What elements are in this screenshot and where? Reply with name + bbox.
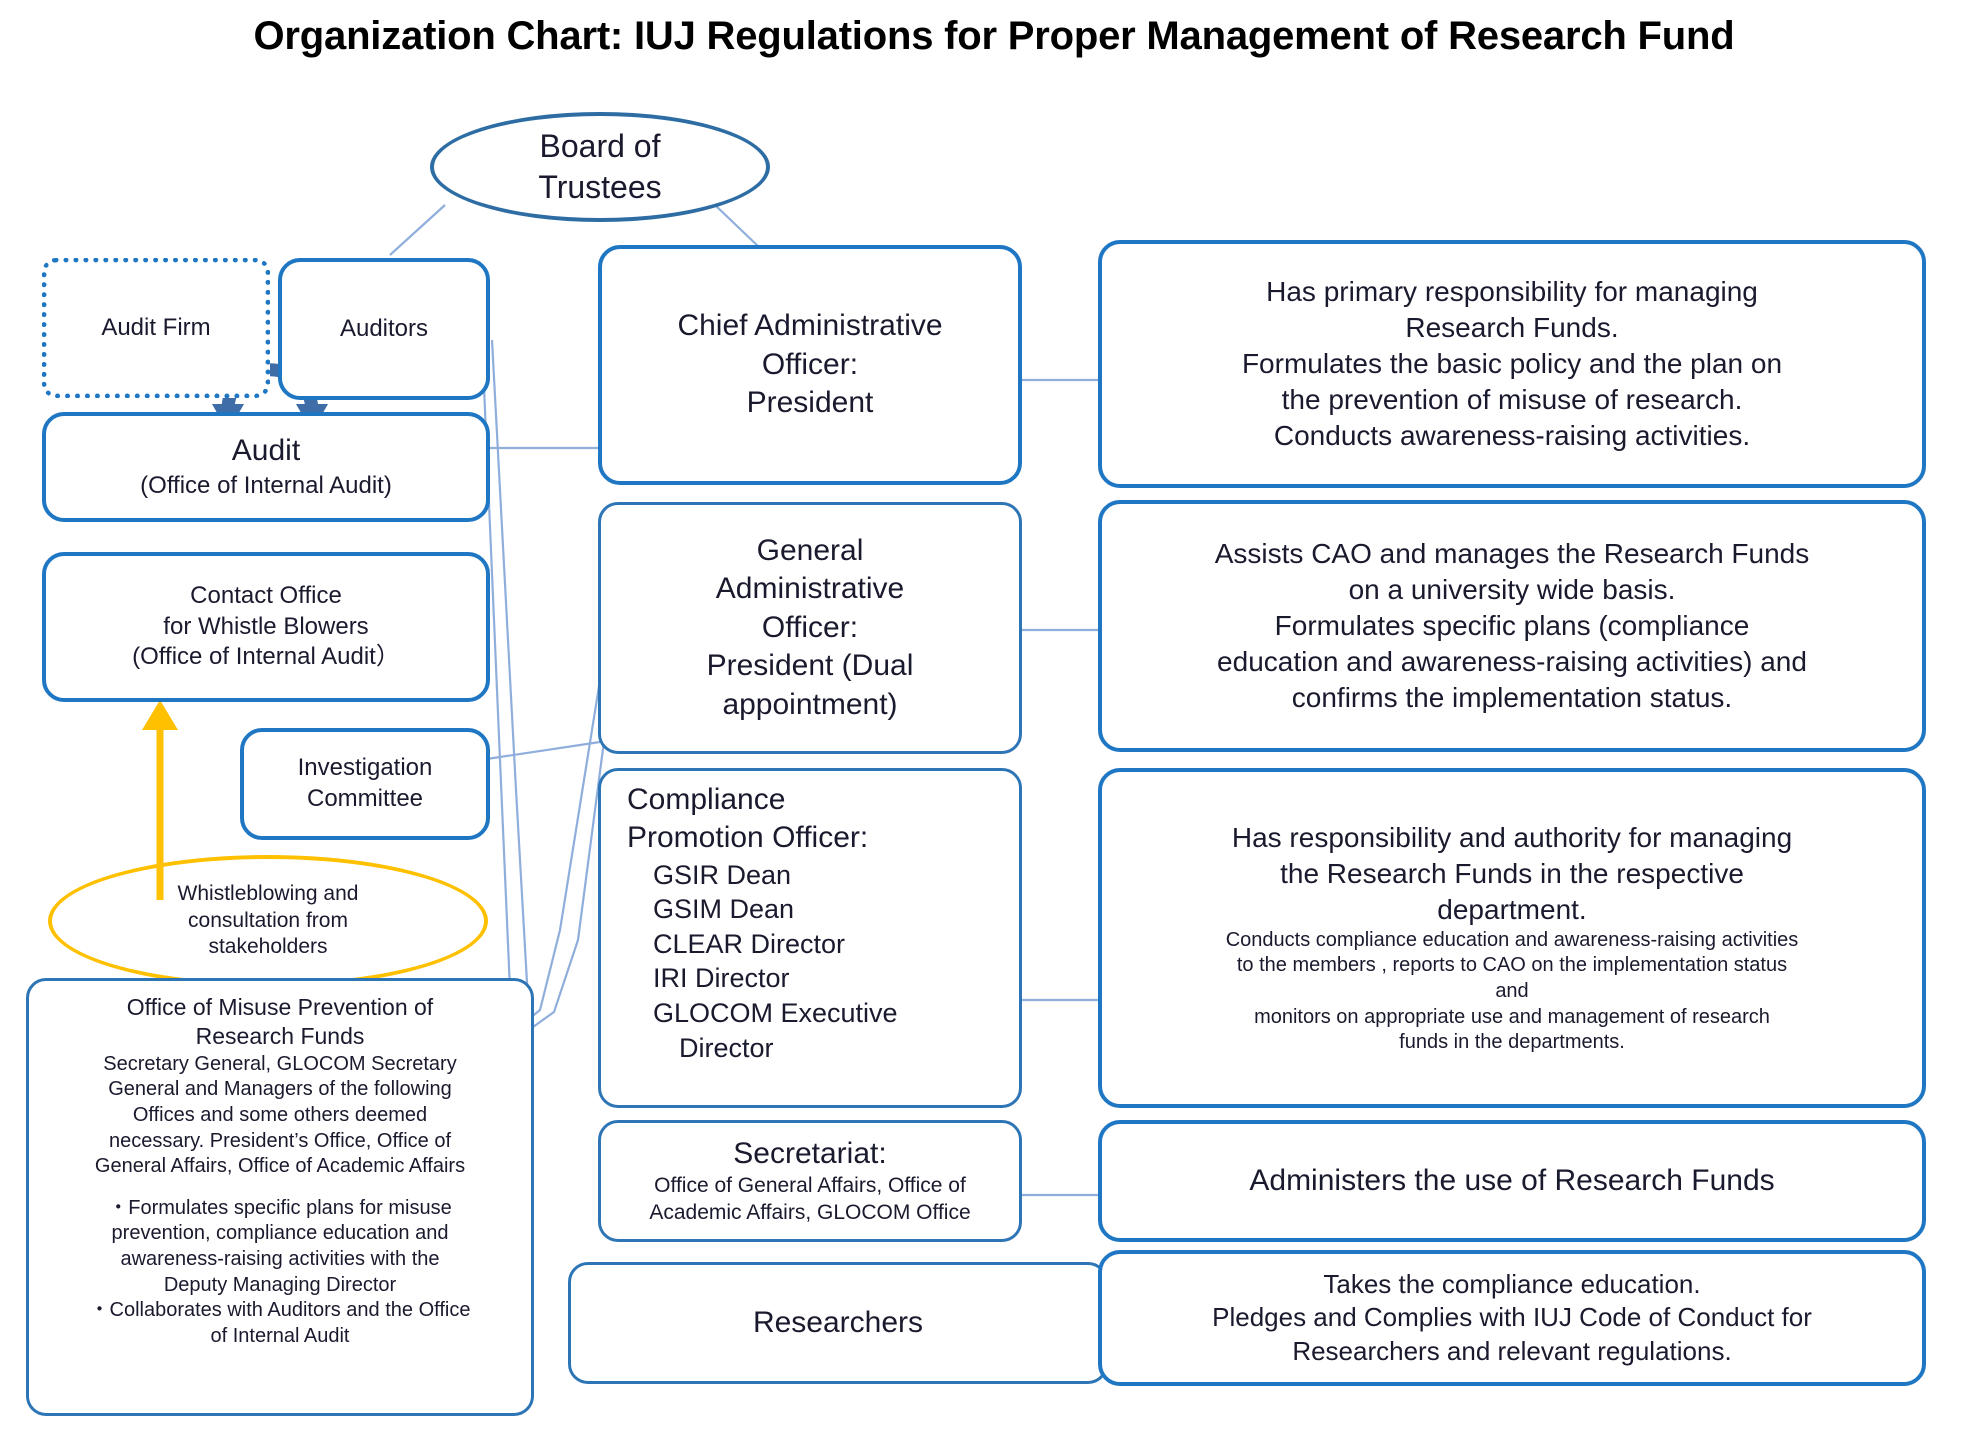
contact-office-line-1: Contact Office — [190, 581, 342, 609]
researchers-duties-line-3: Researchers and relevant regulations. — [1292, 1335, 1732, 1366]
node-compliance-promotion-officer[interactable]: Compliance Promotion Officer: GSIR Dean … — [598, 768, 1022, 1108]
node-secretariat[interactable]: Secretariat: Office of General Affairs, … — [598, 1120, 1022, 1242]
cao-duties-line-4: the prevention of misuse of research. — [1281, 383, 1743, 415]
researchers-duties-line-2: Pledges and Complies with IUJ Code of Co… — [1212, 1302, 1812, 1333]
node-gao-duties[interactable]: Assists CAO and manages the Research Fun… — [1098, 500, 1926, 752]
researchers-duties-line-1: Takes the compliance education. — [1323, 1269, 1701, 1300]
compliance-duties-small-line-5: funds in the departments. — [1399, 1031, 1625, 1054]
gao-line-5: appointment) — [722, 687, 898, 721]
node-contact-office-whistle-blowers[interactable]: Contact Office for Whistle Blowers (Offi… — [42, 552, 490, 702]
audit-firm-label: Audit Firm — [101, 313, 211, 341]
gao-line-3: Officer: — [761, 610, 859, 644]
secretariat-body-line-1: Office of General Affairs, Office of — [654, 1174, 966, 1198]
investigation-committee-line-1: Investigation — [297, 754, 433, 782]
audit-line-1: Audit — [231, 434, 301, 468]
secretariat-heading: Secretariat: — [733, 1136, 887, 1170]
node-investigation-committee[interactable]: Investigation Committee — [240, 728, 490, 840]
audit-line-2: (Office of Internal Audit) — [140, 471, 392, 499]
node-office-of-misuse-prevention[interactable]: Office of Misuse Prevention of Research … — [26, 978, 534, 1416]
node-audit[interactable]: Audit (Office of Internal Audit) — [42, 412, 490, 522]
secretariat-body-line-2: Academic Affairs, GLOCOM Office — [649, 1201, 971, 1225]
misuse-bullet1-line-3: awareness-raising activities with the — [120, 1248, 440, 1271]
node-researchers-duties[interactable]: Takes the compliance education. Pledges … — [1098, 1250, 1926, 1386]
contact-office-line-3: (Office of Internal Audit） — [132, 643, 400, 671]
misuse-body-line-3: Offices and some others deemed — [132, 1104, 428, 1127]
cao-duties-line-2: Research Funds. — [1405, 312, 1619, 344]
node-cao-duties[interactable]: Has primary responsibility for managing … — [1098, 240, 1926, 488]
misuse-bullet2-line-1: ・Collaborates with Auditors and the Offi… — [89, 1299, 471, 1322]
misuse-heading-line-2: Research Funds — [195, 1023, 365, 1050]
compliance-item-3: IRI Director — [653, 963, 790, 994]
contact-office-line-2: for Whistle Blowers — [163, 612, 369, 640]
compliance-duties-small-line-3: and — [1495, 979, 1529, 1002]
gao-duties-line-2: on a university wide basis. — [1348, 574, 1676, 606]
secretariat-duties-label: Administers the use of Research Funds — [1249, 1163, 1775, 1197]
node-compliance-duties[interactable]: Has responsibility and authority for man… — [1098, 768, 1926, 1108]
misuse-bullet1-line-2: prevention, compliance education and — [111, 1222, 449, 1245]
misuse-bullet2-line-2: of Internal Audit — [210, 1324, 350, 1347]
compliance-item-1: GSIM Dean — [653, 894, 795, 925]
cao-line-3: President — [746, 386, 874, 420]
node-audit-firm[interactable]: Audit Firm — [42, 258, 270, 398]
board-line-1: Board of — [539, 128, 661, 165]
compliance-item-2: CLEAR Director — [653, 928, 846, 959]
misuse-body-line-5: General Affairs, Office of Academic Affa… — [94, 1155, 466, 1178]
gao-duties-line-1: Assists CAO and manages the Research Fun… — [1214, 538, 1810, 570]
misuse-spacer — [39, 1180, 521, 1196]
compliance-duties-small-line-4: monitors on appropriate use and manageme… — [1254, 1005, 1770, 1028]
gao-duties-line-4: education and awareness-raising activiti… — [1217, 645, 1807, 677]
node-whistleblowing-ellipse[interactable]: Whistleblowing and consultation from sta… — [48, 855, 488, 987]
compliance-item-4: GLOCOM Executive — [653, 997, 898, 1028]
whistleblowing-line-2: consultation from — [188, 908, 348, 932]
compliance-duties-small-line-1: Conducts compliance education and awaren… — [1225, 928, 1799, 951]
node-board-of-trustees[interactable]: Board of Trustees — [430, 112, 770, 222]
compliance-heading-line-2: Promotion Officer: — [627, 821, 869, 855]
compliance-item-5: Director — [679, 1032, 774, 1063]
cao-duties-line-3: Formulates the basic policy and the plan… — [1241, 348, 1783, 380]
page-title: Organization Chart: IUJ Regulations for … — [253, 14, 1735, 58]
misuse-bullet1-line-1: ・Formulates specific plans for misuse — [108, 1196, 452, 1219]
compliance-duties-line-2: the Research Funds in the respective — [1280, 858, 1744, 890]
cao-duties-line-1: Has primary responsibility for managing — [1266, 276, 1758, 308]
cao-duties-line-5: Conducts awareness-raising activities. — [1273, 419, 1751, 451]
compliance-heading-line-1: Compliance — [627, 783, 786, 816]
whistleblowing-line-1: Whistleblowing and — [177, 881, 359, 905]
node-general-administrative-officer[interactable]: General Administrative Officer: Presiden… — [598, 502, 1022, 754]
gao-line-1: General — [756, 534, 864, 568]
compliance-duties-line-1: Has responsibility and authority for man… — [1231, 822, 1793, 854]
compliance-duties-line-3: department. — [1437, 893, 1587, 925]
node-researchers[interactable]: Researchers — [568, 1262, 1108, 1384]
cao-line-2: Officer: — [761, 347, 859, 381]
researchers-label: Researchers — [752, 1305, 924, 1339]
misuse-body-line-2: General and Managers of the following — [108, 1078, 452, 1101]
investigation-committee-line-2: Committee — [306, 785, 424, 812]
auditors-label: Auditors — [339, 314, 429, 342]
compliance-item-0: GSIR Dean — [653, 859, 792, 890]
misuse-heading-line-1: Office of Misuse Prevention of — [126, 994, 434, 1020]
compliance-duties-small-line-2: to the members , reports to CAO on the i… — [1236, 954, 1788, 977]
node-auditors[interactable]: Auditors — [278, 258, 490, 400]
node-chief-administrative-officer[interactable]: Chief Administrative Officer: President — [598, 245, 1022, 485]
whistleblowing-line-3: stakeholders — [208, 935, 328, 959]
gao-line-2: Administrative — [715, 572, 905, 606]
gao-duties-line-5: confirms the implementation status. — [1291, 681, 1733, 713]
cao-line-1: Chief Administrative — [677, 309, 943, 343]
gao-line-4: President (Dual — [706, 649, 914, 683]
misuse-bullet1-line-4: Deputy Managing Director — [163, 1273, 397, 1296]
board-line-2: Trustees — [538, 169, 662, 205]
misuse-body-line-4: necessary. President’s Office, Office of — [108, 1129, 451, 1152]
gao-duties-line-3: Formulates specific plans (compliance — [1274, 610, 1750, 642]
misuse-body-line-1: Secretary General, GLOCOM Secretary — [103, 1052, 457, 1075]
node-secretariat-duties[interactable]: Administers the use of Research Funds — [1098, 1120, 1926, 1242]
